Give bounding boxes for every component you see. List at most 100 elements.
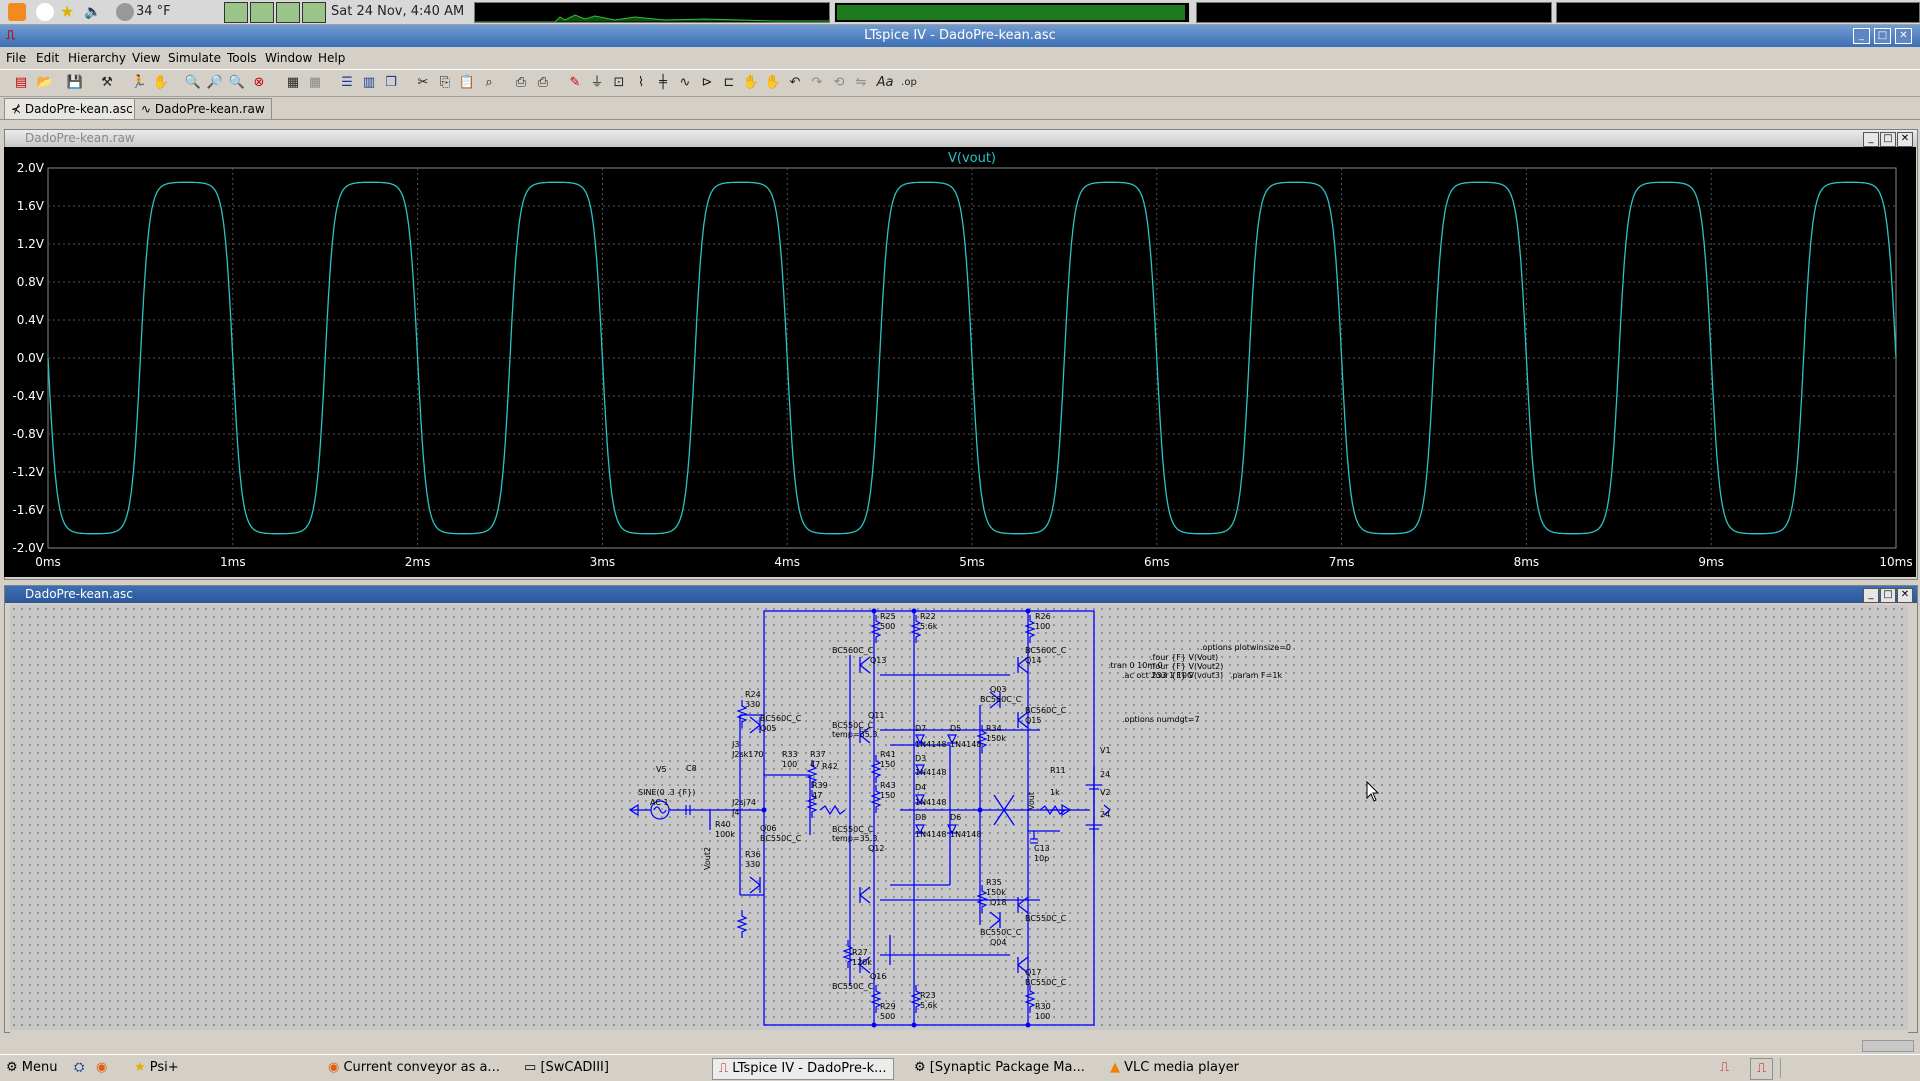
tab-waveform[interactable]: ∿ DadoPre-kean.raw — [134, 98, 272, 119]
tray-ltspice-icon[interactable]: ⎍ — [1720, 1058, 1729, 1078]
new-schematic-icon[interactable]: ▤ — [12, 74, 30, 92]
resistor-icon[interactable]: ⌇ — [632, 74, 650, 92]
close-icon[interactable]: ✕ — [1897, 132, 1913, 147]
minimize-icon[interactable]: _ — [1863, 588, 1879, 603]
component-icon[interactable]: ⊏ — [720, 74, 738, 92]
capacitor-icon[interactable]: ╪ — [654, 74, 672, 92]
svg-text:V2: V2 — [1100, 788, 1111, 797]
scrollbar[interactable] — [1862, 1040, 1914, 1052]
maximize-icon[interactable]: □ — [1880, 132, 1896, 147]
spice-directive-icon[interactable]: .op — [900, 74, 918, 92]
svg-text:100: 100 — [1035, 622, 1050, 631]
task-synaptic[interactable]: ⚙ [Synaptic Package Ma... — [914, 1058, 1085, 1078]
menu-view[interactable]: View — [132, 51, 160, 65]
svg-text:330: 330 — [745, 860, 760, 869]
redo-icon[interactable]: ↷ — [808, 74, 826, 92]
tray-ltspice-active-icon[interactable]: ⎍ — [1750, 1058, 1773, 1080]
svg-text:100: 100 — [1035, 1012, 1050, 1021]
rotate-icon[interactable]: ⟲ — [830, 74, 848, 92]
task-firefox[interactable]: ◉ Current conveyor as a... — [328, 1058, 500, 1078]
weather-icon — [116, 3, 134, 21]
tile-vertical-icon[interactable]: ▥ — [360, 74, 378, 92]
zoom-pan-icon[interactable]: 🔎 — [206, 74, 224, 92]
minimize-icon[interactable]: _ — [1853, 28, 1870, 44]
shield-icon[interactable] — [36, 3, 54, 21]
task-vlc[interactable]: ▲ VLC media player — [1110, 1058, 1239, 1078]
waveform-window-title[interactable]: DadoPre-kean.raw — [5, 130, 1917, 147]
menu-simulate[interactable]: Simulate — [168, 51, 221, 65]
run-icon[interactable]: 🏃 — [130, 74, 148, 92]
draw-wire-icon[interactable]: ✎ — [566, 74, 584, 92]
svg-text:47: 47 — [812, 791, 822, 800]
close-icon[interactable]: ✕ — [1897, 588, 1913, 603]
workspace-switcher[interactable] — [224, 2, 324, 22]
autorange-x-icon[interactable]: ▦ — [306, 74, 324, 92]
star-icon[interactable]: ★ — [60, 3, 78, 21]
task-psi[interactable]: ★ Psi+ — [134, 1058, 179, 1078]
x-tick-label: 7ms — [1329, 555, 1355, 569]
svg-text:.options numdgt=7: .options numdgt=7 — [1122, 715, 1200, 724]
firefox-icon[interactable]: ◉ — [96, 1058, 107, 1078]
halt-icon[interactable]: ✋ — [152, 74, 170, 92]
app-menu-icon[interactable] — [8, 3, 26, 21]
autorange-icon[interactable]: ▦ — [284, 74, 302, 92]
copy-icon[interactable]: ⎘ — [436, 74, 454, 92]
zoom-fit-icon[interactable]: ⊗ — [250, 74, 268, 92]
schematic-window-title[interactable]: DadoPre-kean.asc — [5, 586, 1917, 603]
svg-text:BC560C_C: BC560C_C — [1025, 646, 1067, 655]
vout-trace — [48, 182, 1896, 534]
text-icon[interactable]: Aa — [876, 74, 894, 92]
menu-window[interactable]: Window — [265, 51, 312, 65]
menu-help[interactable]: Help — [318, 51, 345, 65]
ground-icon[interactable]: ⏚ — [588, 74, 606, 92]
undo-icon[interactable]: ↶ — [786, 74, 804, 92]
tile-horizontal-icon[interactable]: ☰ — [338, 74, 356, 92]
maximize-icon[interactable]: □ — [1874, 28, 1891, 44]
menu-button[interactable]: ⚙ Menu — [6, 1058, 58, 1078]
menu-hierarchy[interactable]: Hierarchy — [68, 51, 126, 65]
svg-text:V1: V1 — [1100, 746, 1111, 755]
task-ltspice[interactable]: ⎍ LTspice IV - DadoPre-k... — [712, 1058, 894, 1080]
task-swcad[interactable]: ▭ [SwCADIII] — [524, 1058, 609, 1078]
menu-tools[interactable]: Tools — [227, 51, 257, 65]
menu-bar: File Edit Hierarchy View Simulate Tools … — [0, 48, 1920, 68]
paste-icon[interactable]: 📋 — [458, 74, 476, 92]
print-icon[interactable]: ⎙ — [534, 74, 552, 92]
svg-text:Vout2: Vout2 — [703, 847, 712, 870]
y-tick-label: -1.2V — [12, 465, 44, 479]
y-tick-label: 0.0V — [17, 351, 45, 365]
label-net-icon[interactable]: ⊡ — [610, 74, 628, 92]
svg-text:24: 24 — [1100, 810, 1110, 819]
clock[interactable]: Sat 24 Nov, 4:40 AM — [331, 4, 464, 19]
menu-edit[interactable]: Edit — [36, 51, 59, 65]
zoom-in-icon[interactable]: 🔍 — [184, 74, 202, 92]
print-preview-icon[interactable]: ⎙ — [512, 74, 530, 92]
menu-file[interactable]: File — [6, 51, 26, 65]
volume-icon[interactable]: 🔈 — [84, 3, 102, 21]
close-icon[interactable]: ✕ — [1895, 28, 1912, 44]
diode-icon[interactable]: ⊳ — [698, 74, 716, 92]
cascade-icon[interactable]: ❐ — [382, 74, 400, 92]
maximize-icon[interactable]: □ — [1880, 588, 1896, 603]
drag-icon[interactable]: ✋ — [764, 74, 782, 92]
svg-text:R23: R23 — [920, 991, 936, 1000]
tray-area — [1780, 1058, 1911, 1078]
minimize-icon[interactable]: _ — [1863, 132, 1879, 147]
cut-icon[interactable]: ✂ — [414, 74, 432, 92]
window-titlebar[interactable]: ⎍ LTspice IV - DadoPre-kean.asc _ □ ✕ — [0, 25, 1920, 47]
tab-schematic[interactable]: ⊀ DadoPre-kean.asc — [4, 98, 140, 119]
move-icon[interactable]: ✋ — [742, 74, 760, 92]
inductor-icon[interactable]: ∿ — [676, 74, 694, 92]
svg-text:R25: R25 — [880, 612, 896, 621]
save-icon[interactable]: 💾 — [66, 74, 84, 92]
mirror-icon[interactable]: ⇋ — [852, 74, 870, 92]
open-icon[interactable]: 📂 — [36, 74, 54, 92]
find-icon[interactable]: ⌕ — [480, 74, 498, 92]
show-desktop-icon[interactable]: ⛭ — [74, 1058, 84, 1078]
svg-text:R39: R39 — [812, 781, 828, 790]
task-label: Current conveyor as a... — [343, 1060, 499, 1075]
control-panel-icon[interactable]: ⚒ — [98, 74, 116, 92]
zoom-out-icon[interactable]: 🔍 — [228, 74, 246, 92]
